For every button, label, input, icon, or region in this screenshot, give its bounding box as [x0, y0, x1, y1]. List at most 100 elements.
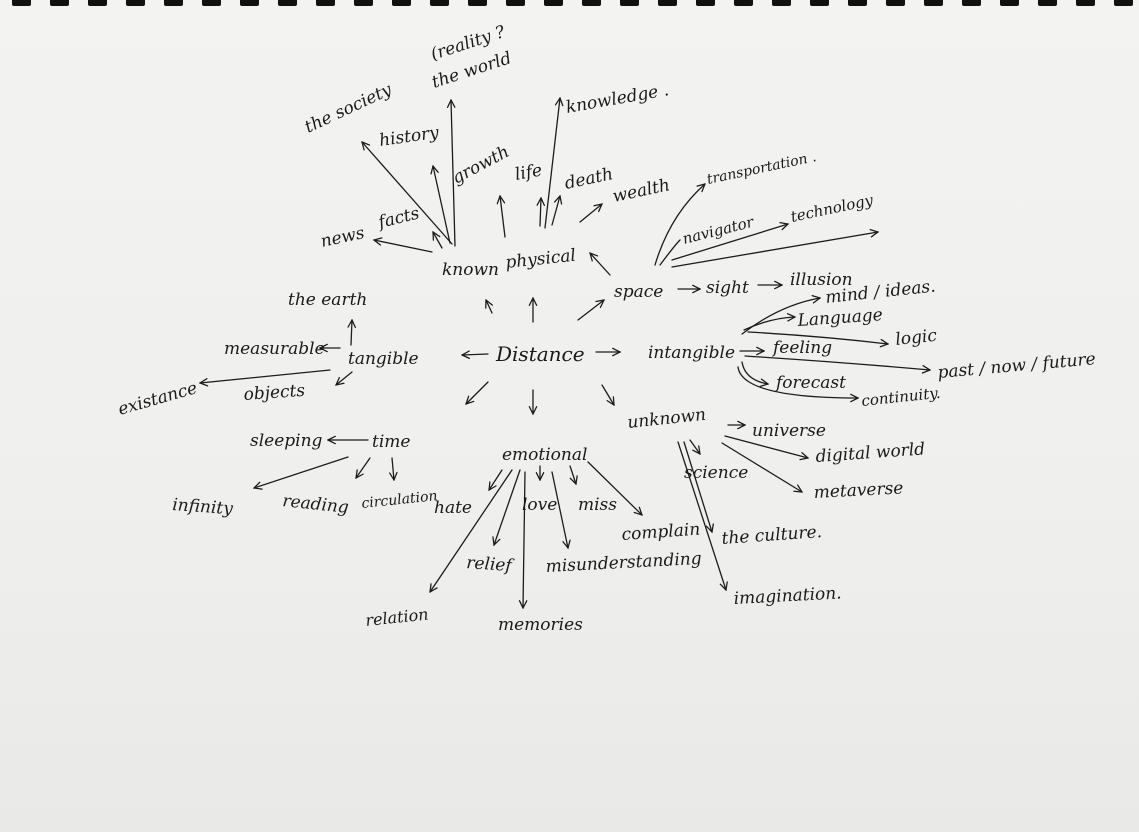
word-life: life: [513, 160, 543, 184]
binding-hole: [924, 0, 943, 6]
word-the-earth: the earth: [288, 290, 367, 310]
binding-hole: [962, 0, 981, 6]
word-news: news: [319, 223, 367, 252]
binding-hole: [240, 0, 259, 6]
arrow-emotional-complain: [587, 461, 642, 515]
arrow-tangible-earth: [351, 320, 352, 346]
binding-hole: [1076, 0, 1095, 6]
word-forecast: forecast: [774, 373, 846, 393]
arrow-physical-knowledge: [544, 98, 560, 229]
word-time: time: [372, 432, 410, 452]
binding-hole: [354, 0, 373, 6]
arrow-emotional-relation: [430, 469, 513, 592]
word-past-now-future: past / now / future: [937, 349, 1097, 383]
word-emotional: emotional: [502, 445, 587, 465]
binding-hole: [772, 0, 791, 6]
word-imagination: imagination.: [733, 583, 842, 609]
word-knowledge: knowledge .: [564, 80, 670, 118]
word-miss: miss: [578, 495, 617, 515]
word-the-society: the society: [302, 80, 396, 138]
arrow-distance-unknown: [601, 384, 614, 405]
word-known: known: [442, 260, 499, 280]
binding-hole: [88, 0, 107, 6]
arrow-emotional-memories: [523, 471, 525, 608]
word-illusion: illusion: [790, 270, 853, 290]
arrow-distance-time: [466, 381, 489, 404]
word-facts: facts: [374, 203, 421, 233]
arrow-physical-death: [540, 198, 541, 227]
arrow-emotional-misunderstanding: [551, 471, 568, 548]
word-complain: complain: [621, 520, 701, 545]
word-feeling: feeling: [771, 338, 832, 358]
binding-hole: [696, 0, 715, 6]
arrow-unknown-digital: [724, 435, 808, 458]
word-science: science: [684, 463, 748, 483]
words: Distance (reality ? the world the societ…: [116, 22, 1097, 635]
word-death: death: [563, 164, 615, 194]
binding-hole: [468, 0, 487, 6]
arrow-intangible-past: [744, 355, 930, 370]
arrow-unknown-imagination: [677, 441, 726, 590]
arrow-space-transportation: [654, 184, 705, 266]
binding-hole: [810, 0, 829, 6]
word-history: history: [378, 123, 440, 151]
binding-hole: [506, 0, 525, 6]
word-growth: growth: [449, 142, 513, 189]
word-transportation: transportation .: [706, 149, 818, 188]
word-wealth: wealth: [611, 175, 672, 207]
arrow-known-reality: [451, 100, 456, 247]
arrow-known-history: [362, 142, 453, 245]
word-tangible: tangible: [348, 349, 419, 369]
word-physical: physical: [504, 246, 576, 273]
arrows: [200, 98, 930, 608]
word-sight: sight: [706, 278, 749, 298]
arrow-intangible-language: [743, 317, 795, 331]
word-love: love: [522, 495, 557, 515]
word-infinity: infinity: [172, 495, 234, 519]
binding-hole: [12, 0, 31, 6]
word-space: space: [614, 282, 663, 302]
arrow-objects-existance: [200, 369, 331, 383]
arrow-unknown-culture: [683, 441, 712, 532]
binding-hole: [620, 0, 639, 6]
arrow-physical-death-2: [551, 196, 560, 226]
word-universe: universe: [752, 421, 826, 441]
binding-hole: [164, 0, 183, 6]
word-circulation: circulation: [361, 488, 439, 512]
arrow-intangible-forecast: [741, 361, 768, 384]
binding-hole: [886, 0, 905, 6]
word-existance: existance: [116, 378, 200, 420]
word-continuity: continuity.: [861, 384, 942, 410]
word-sleeping: sleeping: [250, 431, 323, 451]
arrow-intangible-logic: [747, 331, 888, 344]
arrow-space-navigator: [659, 239, 681, 266]
word-measurable: measurable: [224, 339, 325, 359]
word-language: Language: [796, 305, 883, 331]
word-metaverse: metaverse: [813, 478, 904, 503]
arrow-known-facts: [433, 232, 443, 249]
arrow-unknown-metaverse: [721, 442, 802, 492]
word-intangible: intangible: [648, 343, 735, 363]
arrow-distance-known: [486, 300, 492, 314]
word-the-culture: the culture.: [721, 522, 823, 549]
arrow-space-technology: [671, 232, 878, 268]
arrow-navigator-technology: [671, 224, 788, 261]
binding-hole: [392, 0, 411, 6]
binding-hole: [202, 0, 221, 6]
binding-hole: [316, 0, 335, 6]
binding-hole: [278, 0, 297, 6]
binding-hole: [126, 0, 145, 6]
arrow-physical-wealth: [579, 204, 602, 223]
word-misunderstanding: misunderstanding: [545, 549, 702, 577]
word-hate: hate: [434, 498, 472, 518]
binding-hole: [582, 0, 601, 6]
arrow-emotional-hate: [489, 469, 503, 490]
arrow-known-growth: [433, 166, 451, 244]
arrow-time-reading: [356, 457, 371, 478]
word-unknown: unknown: [626, 405, 707, 433]
word-reading: reading: [281, 491, 349, 518]
word-navigator: navigator: [681, 213, 757, 248]
arrow-physical-life: [500, 196, 506, 238]
